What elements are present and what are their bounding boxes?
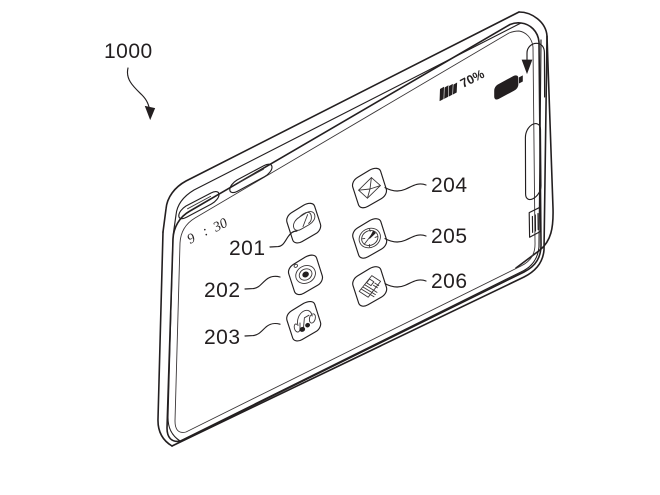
app-icon-202-tile <box>287 254 324 296</box>
app-icon-205-tile <box>352 218 388 259</box>
headphones-music-note-icon <box>293 309 316 333</box>
camera-lens-icon <box>293 263 316 284</box>
back-arrow-head <box>521 59 533 75</box>
reference-label-204: 204 <box>431 174 468 197</box>
app-icon-203-tile <box>286 300 322 342</box>
app-icon-206-tile <box>352 266 388 307</box>
envelope-icon <box>358 177 381 199</box>
app-icon-202[interactable] <box>287 254 324 296</box>
compass-icon <box>358 227 381 249</box>
leader-203 <box>244 322 281 337</box>
document-lines-icon <box>358 275 382 298</box>
home-button[interactable] <box>524 123 542 201</box>
clock-minute: 30 <box>210 216 230 236</box>
reference-label-202: 202 <box>204 279 241 302</box>
callout-204: 204 <box>384 174 468 197</box>
device-left-side-outer <box>157 231 173 447</box>
leader-206 <box>384 279 427 288</box>
menu-button-frame <box>528 206 542 238</box>
clock-hour: 9 <box>185 231 198 248</box>
reference-label-201: 201 <box>229 237 266 260</box>
status-bar: 70% <box>439 67 523 102</box>
battery-icon <box>494 75 523 100</box>
callout-203: 203 <box>204 322 281 349</box>
signal-bars-icon <box>439 82 458 102</box>
volume-down-button[interactable] <box>178 191 220 220</box>
device-top-edge-inner <box>172 22 522 237</box>
edge-controls-group <box>521 42 546 238</box>
device-reference-leader <box>126 67 151 113</box>
menu-lines-icon <box>531 213 539 233</box>
device-top-edge-outer <box>162 11 520 233</box>
reference-label-206: 206 <box>431 270 468 293</box>
app-icon-203[interactable] <box>286 300 322 342</box>
app-icon-204[interactable] <box>351 167 388 209</box>
device-reference-arrowhead <box>144 105 156 121</box>
device-reference-label: 1000 <box>104 40 153 63</box>
side-button-group <box>178 163 273 220</box>
reference-label-203: 203 <box>204 326 241 349</box>
back-arrow-button[interactable] <box>521 42 546 98</box>
callout-201: 201 <box>229 230 298 260</box>
clock-separator: : <box>200 224 211 239</box>
reference-label-205: 205 <box>431 225 468 248</box>
screen-glass-inner <box>174 30 536 433</box>
callout-202: 202 <box>204 275 281 302</box>
device-body: 70% 9 : 30 <box>157 11 554 447</box>
menu-button[interactable] <box>528 206 542 238</box>
leader-205 <box>384 234 427 243</box>
volume-down-button-inner <box>187 195 212 210</box>
device-right-side-face <box>515 11 554 269</box>
device-bottom-edge-outer <box>171 35 548 447</box>
battery-percent-label: 70% <box>458 67 487 91</box>
leader-201 <box>269 230 298 248</box>
callout-205: 205 <box>384 225 468 248</box>
screen-panel-border <box>166 22 542 443</box>
leader-204 <box>384 183 427 192</box>
cloud-icon <box>293 211 316 231</box>
app-icon-206[interactable] <box>352 266 388 307</box>
app-icon-201-tile <box>286 202 322 244</box>
device-reference-callout: 1000 <box>104 40 156 121</box>
callout-206: 206 <box>384 270 468 293</box>
app-icon-204-tile <box>351 167 388 209</box>
volume-up-button[interactable] <box>229 163 273 194</box>
device-bottom-edge-inner <box>179 39 542 442</box>
app-icon-205[interactable] <box>352 218 388 259</box>
back-arrow-icon <box>526 42 546 98</box>
volume-up-button-inner <box>238 168 264 184</box>
leader-202 <box>244 275 281 290</box>
app-icon-201[interactable] <box>286 202 322 244</box>
